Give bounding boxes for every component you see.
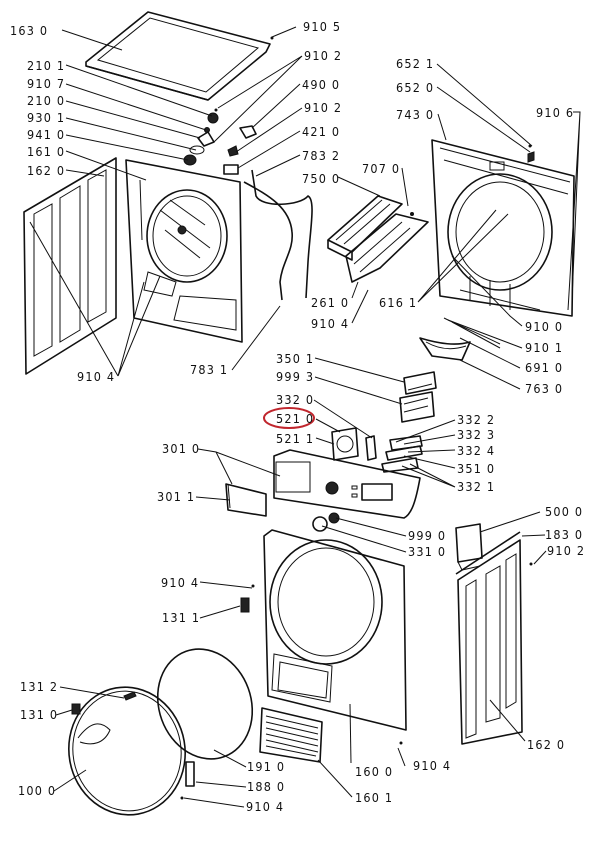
label-910-2[interactable]: 910 2 bbox=[304, 48, 342, 63]
display-board[interactable] bbox=[399, 391, 435, 423]
label-301-1[interactable]: 301 1 bbox=[157, 489, 195, 504]
label-160-0[interactable]: 160 0 bbox=[355, 764, 393, 779]
label-163-0[interactable]: 163 0 bbox=[10, 23, 48, 38]
label-910-5[interactable]: 910 5 bbox=[303, 19, 341, 34]
label-301-0[interactable]: 301 0 bbox=[162, 441, 200, 456]
label-910-4[interactable]: 910 4 bbox=[161, 575, 199, 590]
leader-lines bbox=[29, 26, 581, 808]
front-panel[interactable] bbox=[263, 529, 407, 731]
back-panel[interactable] bbox=[125, 159, 243, 343]
small-top-parts bbox=[183, 36, 274, 175]
highlight-ring bbox=[263, 407, 315, 429]
label-910-2[interactable]: 910 4 bbox=[413, 758, 451, 773]
label-490-0[interactable]: 490 0 bbox=[302, 77, 340, 92]
label-332-2[interactable]: 332 2 bbox=[457, 412, 495, 427]
label-261-0[interactable]: 261 0 bbox=[311, 295, 349, 310]
side-panel-right[interactable] bbox=[455, 531, 533, 745]
label-162-0[interactable]: 162 0 bbox=[527, 737, 565, 752]
label-910-4[interactable]: 910 4 bbox=[246, 799, 284, 814]
label-763-0[interactable]: 763 0 bbox=[525, 381, 563, 396]
label-131-2[interactable]: 131 2 bbox=[20, 679, 58, 694]
label-910-6[interactable]: 910 6 bbox=[536, 105, 574, 120]
label-941-0[interactable]: 941 0 bbox=[27, 127, 65, 142]
container-housing[interactable] bbox=[345, 212, 429, 283]
label-616-1[interactable]: 616 1 bbox=[379, 295, 417, 310]
label-910-1[interactable]: 910 1 bbox=[525, 340, 563, 355]
label-188-0[interactable]: 188 0 bbox=[247, 779, 285, 794]
label-783-2[interactable]: 783 2 bbox=[302, 148, 340, 163]
display-cover[interactable] bbox=[403, 371, 437, 395]
door-small-parts bbox=[71, 691, 403, 800]
label-350-1[interactable]: 350 1 bbox=[276, 351, 314, 366]
label-210-1[interactable]: 210 1 bbox=[27, 58, 65, 73]
label-131-1[interactable]: 131 1 bbox=[162, 610, 200, 625]
knobs[interactable] bbox=[312, 512, 340, 532]
kickplate-grille[interactable] bbox=[259, 707, 323, 763]
label-332-3[interactable]: 332 3 bbox=[457, 427, 495, 442]
label-521-1[interactable]: 521 1 bbox=[276, 431, 314, 446]
label-691-0[interactable]: 691 0 bbox=[525, 360, 563, 375]
label-131-0[interactable]: 131 0 bbox=[20, 707, 58, 722]
label-161-0[interactable]: 161 0 bbox=[27, 144, 65, 159]
dispenser[interactable] bbox=[225, 483, 267, 517]
top-cover[interactable] bbox=[85, 11, 271, 101]
label-930-1[interactable]: 930 1 bbox=[27, 110, 65, 125]
label-910-0[interactable]: 910 0 bbox=[525, 319, 563, 334]
label-500-0[interactable]: 500 0 bbox=[545, 504, 583, 519]
hoses bbox=[243, 169, 313, 301]
control-board[interactable] bbox=[455, 523, 483, 571]
door[interactable] bbox=[59, 678, 195, 824]
selector-module[interactable] bbox=[331, 427, 377, 461]
label-652-1[interactable]: 652 1 bbox=[396, 56, 434, 71]
label-421-0[interactable]: 421 0 bbox=[302, 124, 340, 139]
label-707-0[interactable]: 707 0 bbox=[362, 161, 400, 176]
water-container[interactable] bbox=[327, 195, 403, 261]
label-521-0[interactable]: 521 0 bbox=[276, 411, 314, 426]
label-100-0[interactable]: 100 0 bbox=[18, 783, 56, 798]
label-331-0[interactable]: 331 0 bbox=[408, 544, 446, 559]
label-910-4[interactable]: 910 4 bbox=[77, 369, 115, 384]
label-183-0[interactable]: 183 0 bbox=[545, 527, 583, 542]
front-frame[interactable] bbox=[431, 139, 575, 317]
label-783-1[interactable]: 783 1 bbox=[190, 362, 228, 377]
label-910-2[interactable]: 910 2 bbox=[547, 543, 585, 558]
label-910-7[interactable]: 910 7 bbox=[27, 76, 65, 91]
label-910-2[interactable]: 910 2 bbox=[304, 100, 342, 115]
label-210-0[interactable]: 210 0 bbox=[27, 93, 65, 108]
label-750-0[interactable]: 750 0 bbox=[302, 171, 340, 186]
label-332-0[interactable]: 332 0 bbox=[276, 392, 314, 407]
side-panel-left[interactable] bbox=[23, 157, 117, 375]
label-652-0[interactable]: 652 0 bbox=[396, 80, 434, 95]
label-160-1[interactable]: 160 1 bbox=[355, 790, 393, 805]
label-351-0[interactable]: 351 0 bbox=[457, 461, 495, 476]
label-191-0[interactable]: 191 0 bbox=[247, 759, 285, 774]
label-999-3[interactable]: 999 3 bbox=[276, 369, 314, 384]
label-910-4[interactable]: 910 4 bbox=[311, 316, 349, 331]
label-332-4[interactable]: 332 4 bbox=[457, 443, 495, 458]
label-999-0[interactable]: 999 0 bbox=[408, 528, 446, 543]
door-latch[interactable] bbox=[240, 584, 255, 613]
label-332-1[interactable]: 332 1 bbox=[457, 479, 495, 494]
part-labels: 163 0 910 5 210 1 910 2 910 7 490 0 210 … bbox=[10, 19, 585, 814]
label-162-0[interactable]: 162 0 bbox=[27, 163, 65, 178]
door-seal[interactable] bbox=[143, 636, 268, 773]
label-743-0[interactable]: 743 0 bbox=[396, 107, 434, 122]
control-panel-fascia[interactable] bbox=[273, 449, 421, 519]
